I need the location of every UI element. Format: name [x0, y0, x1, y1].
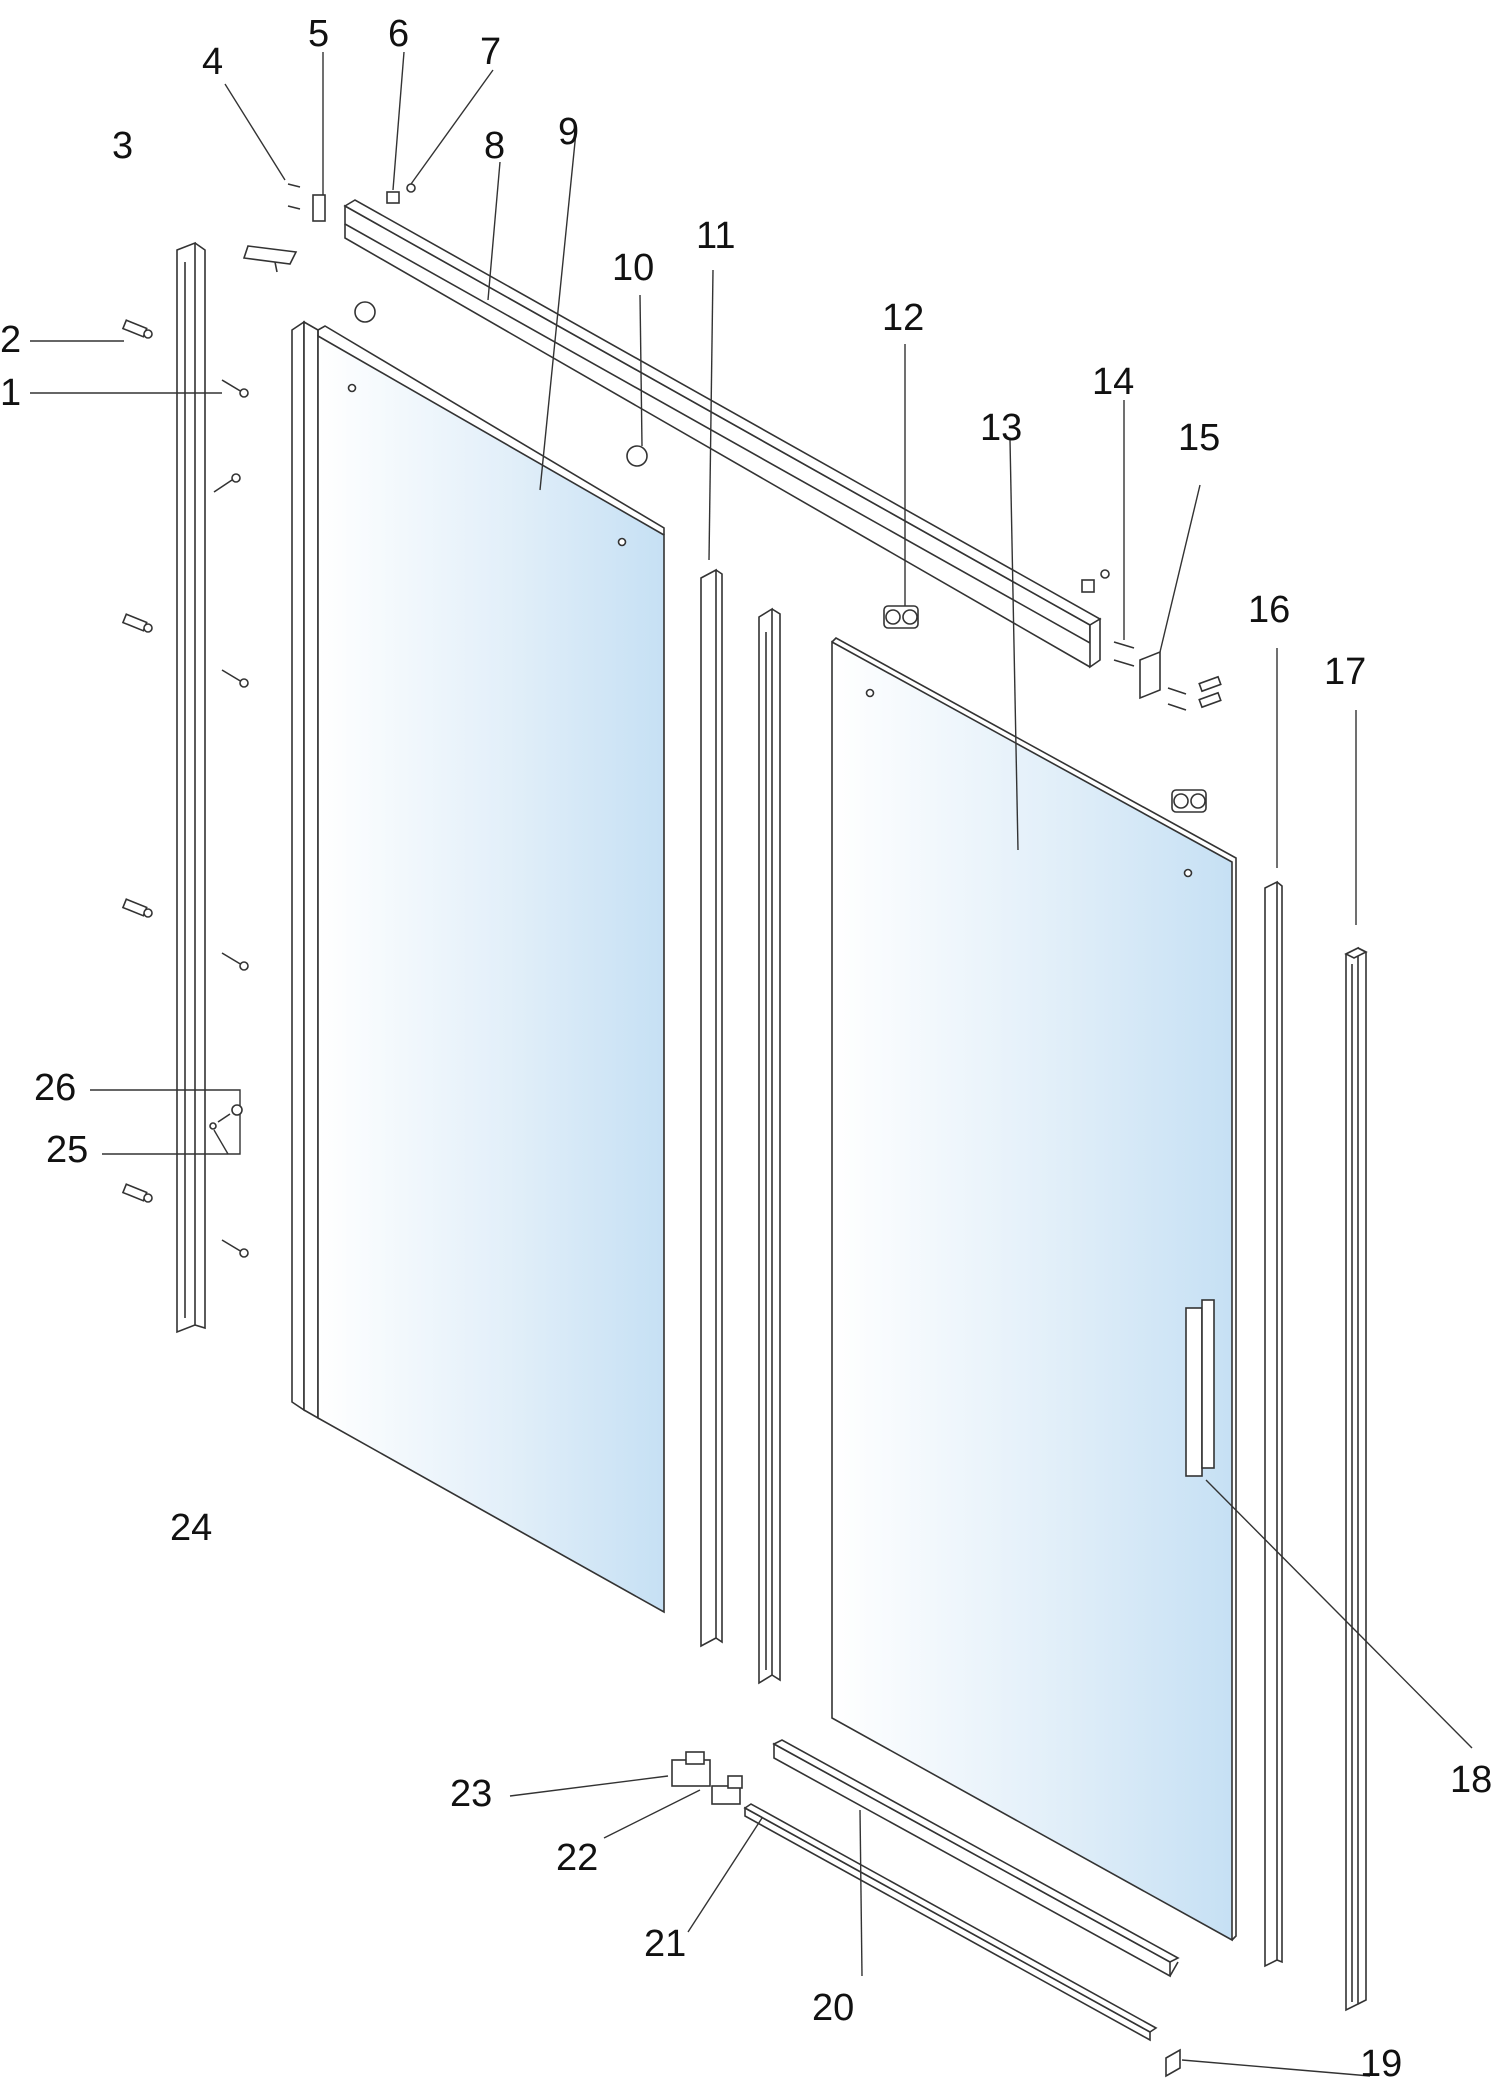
- callout-26: 26: [34, 1067, 76, 1109]
- screw-and-washer: [209, 1104, 243, 1130]
- callout-11: 11: [696, 215, 735, 257]
- callout-23: 23: [450, 1773, 492, 1815]
- callout-17: 17: [1324, 651, 1366, 693]
- door-side-seal: [1264, 880, 1283, 1968]
- callout-6: 6: [388, 13, 409, 55]
- callout-7: 7: [480, 31, 501, 73]
- callout-24: 24: [170, 1507, 212, 1549]
- wall-plugs: [121, 319, 153, 1203]
- roller-wheels: [883, 605, 1207, 813]
- callout-4: 4: [202, 41, 223, 83]
- screw: [221, 379, 249, 398]
- callout-2: 2: [0, 319, 21, 361]
- door-stopper-knobs: [354, 301, 648, 467]
- right-wall-fittings: [1081, 569, 1222, 711]
- wall-profile: [176, 241, 206, 1334]
- callout-3: 3: [112, 125, 133, 167]
- magnetic-seal-strip: [700, 568, 723, 1648]
- callout-15: 15: [1178, 417, 1220, 459]
- plug: [121, 613, 153, 633]
- screw: [221, 669, 249, 688]
- bottom-guide-rail: [772, 1739, 1180, 1978]
- callout-25: 25: [46, 1129, 88, 1171]
- screw: [221, 952, 249, 971]
- wall-screws: [213, 379, 249, 1258]
- callout-12: 12: [882, 297, 924, 339]
- callout-1: 1: [0, 372, 21, 414]
- bottom-guide-blocks: [671, 1751, 743, 1805]
- right-wall-profile: [1344, 946, 1368, 2012]
- leader-lines: [30, 51, 1473, 2077]
- top-left-fittings: [242, 183, 416, 273]
- sliding-glass-door: [831, 637, 1237, 1942]
- callout-13: 13: [980, 407, 1022, 449]
- door-seal-strip: [758, 607, 781, 1685]
- callout-numbers: 1 2 3 4 5 6 7 8 9 10 11 12 13 14 15 16 1…: [0, 13, 1492, 2085]
- callout-16: 16: [1248, 589, 1290, 631]
- callout-18: 18: [1450, 1759, 1492, 1801]
- bottom-end-cap: [1165, 2048, 1181, 2078]
- fixed-glass-panel: [291, 320, 665, 1614]
- screw: [213, 473, 241, 493]
- callout-21: 21: [644, 1923, 686, 1965]
- top-rail: [343, 199, 1102, 669]
- callout-10: 10: [612, 247, 654, 289]
- callout-20: 20: [812, 1987, 854, 2029]
- bottom-seal-strip: [743, 1803, 1158, 2042]
- callout-8: 8: [484, 125, 505, 167]
- callout-5: 5: [308, 13, 329, 55]
- callout-19: 19: [1360, 2043, 1402, 2085]
- screw: [221, 1239, 249, 1258]
- plug: [121, 319, 153, 339]
- callout-14: 14: [1092, 361, 1134, 403]
- plug: [121, 898, 153, 918]
- plug: [121, 1183, 153, 1203]
- door-handle: [1185, 1299, 1215, 1477]
- callout-22: 22: [556, 1837, 598, 1879]
- callout-9: 9: [558, 111, 579, 153]
